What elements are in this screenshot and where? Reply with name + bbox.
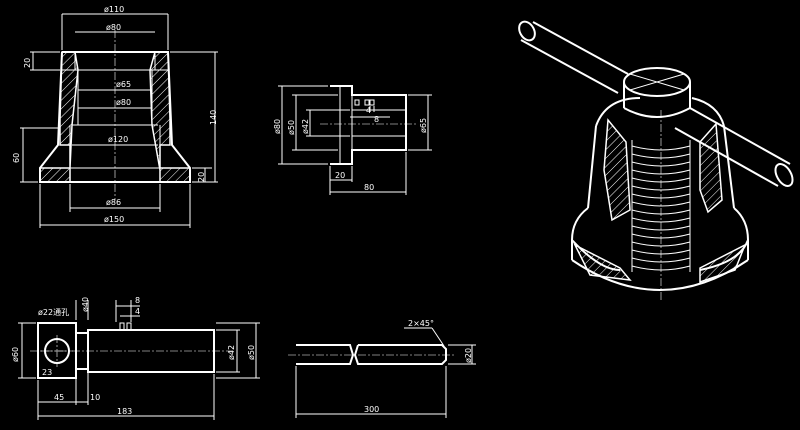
dim-top-dia: ø110 — [104, 5, 124, 14]
screw-view: 8 4 ø22通孔 ø40 ø60 23 ø42 ø50 45 10 183 — [11, 296, 260, 420]
dim-nut-right-dia: ø65 — [419, 118, 428, 133]
bar-view: 2×45° ø20 300 — [288, 319, 476, 418]
dim-screw-slot-8: 8 — [135, 296, 140, 305]
dim-nut-slot-8: 8 — [374, 115, 379, 124]
bar-left — [296, 344, 355, 365]
iso-view — [518, 20, 794, 300]
dim-nut-total-len: 80 — [364, 183, 374, 192]
dim-base-dia: ø150 — [104, 215, 124, 224]
dim-neck-len: 10 — [90, 393, 100, 402]
dim-nut-bore-dia: ø42 — [301, 119, 310, 134]
dim-shank-dia: ø50 — [247, 345, 256, 360]
dim-mid-dia: ø80 — [116, 98, 131, 107]
dim-chamfer: 2×45° — [408, 319, 434, 328]
dim-head-dia: ø60 — [11, 347, 20, 362]
dim-head-len: 45 — [54, 393, 64, 402]
dim-nut-inner-dia: ø50 — [287, 120, 296, 135]
dim-inner-top-dia: ø80 — [106, 23, 121, 32]
dim-lower-dia: ø120 — [108, 135, 128, 144]
dim-hole-offset: 23 — [42, 368, 52, 377]
dim-total-height: 140 — [209, 110, 218, 125]
dim-bar-length: 300 — [364, 405, 379, 414]
dim-bar-dia: ø20 — [464, 348, 473, 363]
nut-outline — [330, 85, 407, 165]
bar-right — [353, 344, 447, 365]
dim-flange-height: 20 — [197, 172, 206, 182]
dim-screw-slot-4: 4 — [135, 307, 140, 316]
dim-neck-dia: ø40 — [81, 297, 90, 312]
dim-bottom-bore: ø86 — [106, 198, 121, 207]
dim-thread-dia: ø42 — [227, 345, 236, 360]
dim-cross-hole: ø22通孔 — [38, 307, 69, 317]
dim-bore-dia: ø65 — [116, 80, 131, 89]
dim-nut-slot-4: 4 — [366, 106, 371, 115]
base-outline — [39, 51, 191, 183]
dim-left-height: 60 — [12, 153, 21, 163]
nut-view: 4 8 ø80 ø50 ø42 ø65 20 80 — [273, 85, 432, 195]
dim-nut-flange-len: 20 — [335, 171, 345, 180]
dim-nut-outer-dia: ø80 — [273, 119, 282, 134]
base-view: ø110 ø80 20 ø65 ø80 ø120 140 60 20 ø86 ø… — [12, 5, 218, 228]
dim-screw-total-len: 183 — [117, 407, 132, 416]
dim-top-height: 20 — [23, 58, 32, 68]
